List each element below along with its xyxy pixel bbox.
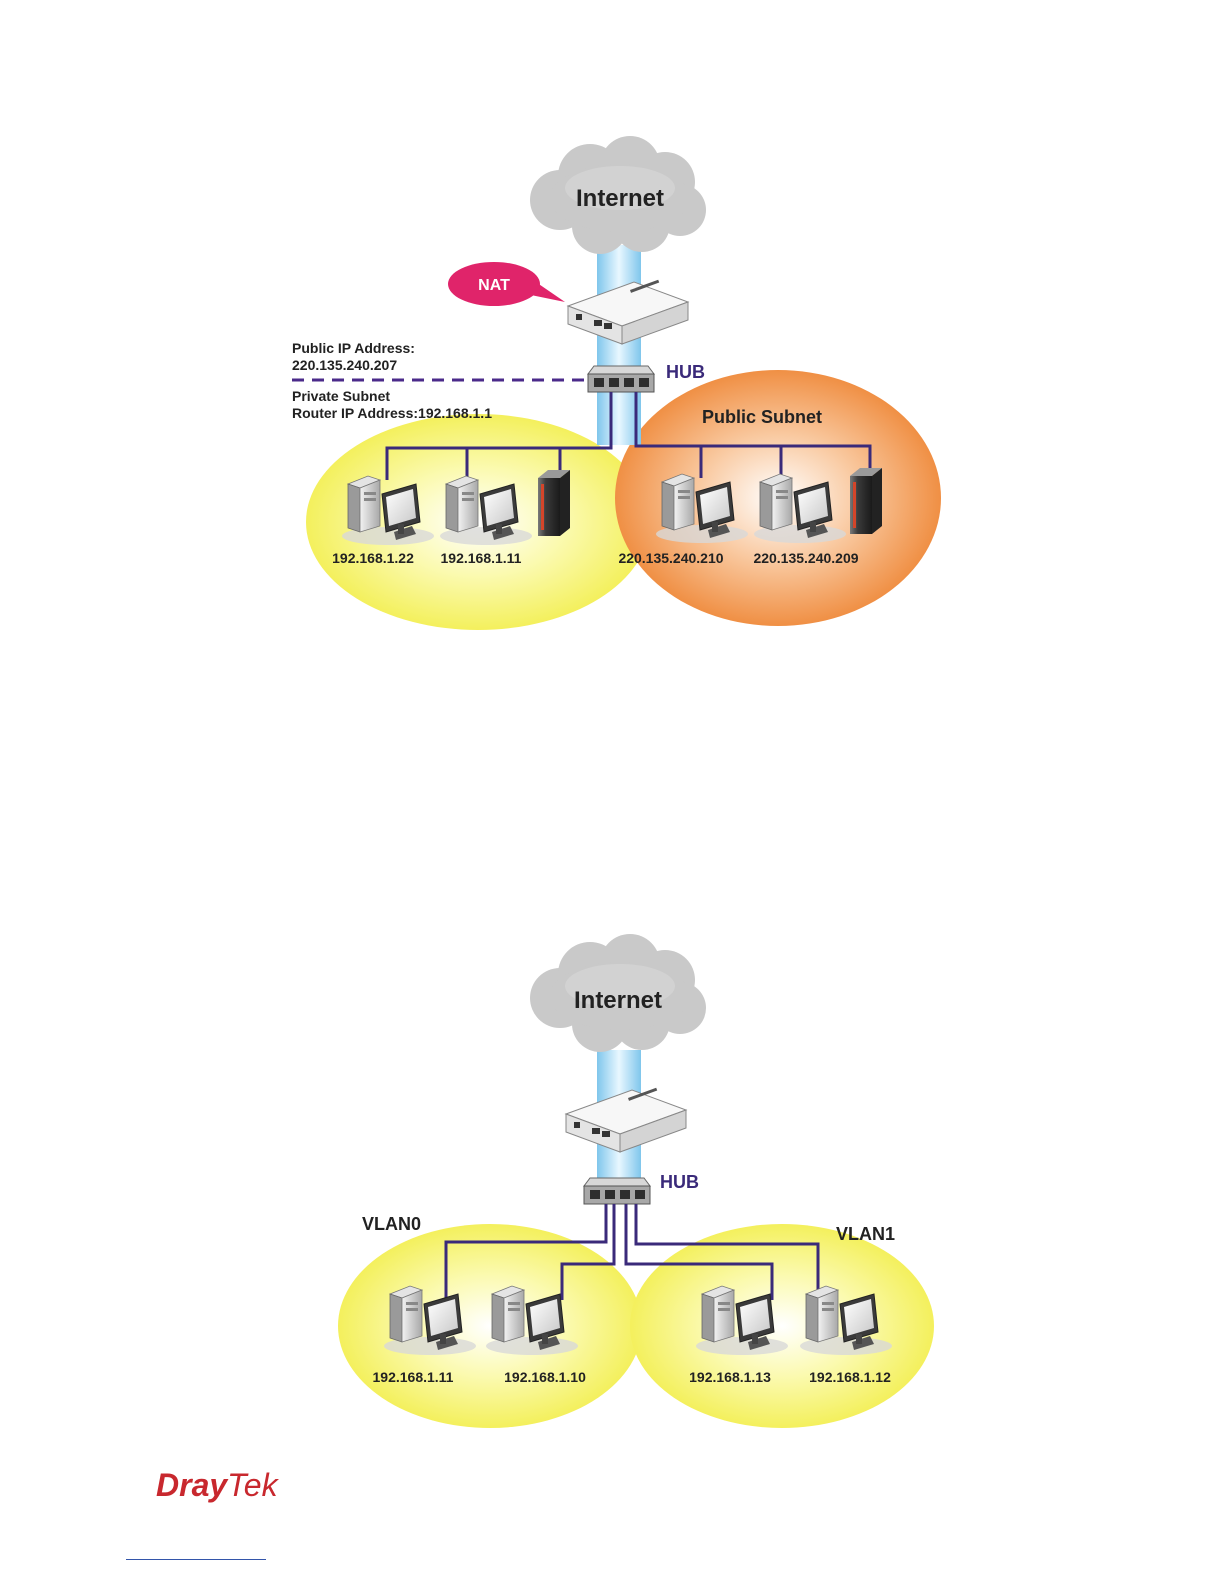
- host-label: 192.168.1.10: [504, 1369, 586, 1385]
- host-label: 192.168.1.11: [441, 550, 522, 566]
- diagram-public-private-subnet: Internet NAT HUB Public IP Address: 220.…: [292, 136, 941, 630]
- server-public: [850, 468, 882, 534]
- host-label: 220.135.240.210: [618, 550, 723, 566]
- vlan1-label: VLAN1: [836, 1224, 895, 1244]
- router-device: [568, 280, 688, 344]
- svg-text:NAT: NAT: [478, 277, 510, 294]
- hub-label: HUB: [660, 1172, 699, 1192]
- hub-device: [588, 366, 654, 392]
- public-ip-value: 220.135.240.207: [292, 357, 397, 373]
- brand-part-2: Tek: [227, 1467, 279, 1503]
- draytek-logo: DrayTek: [156, 1467, 280, 1503]
- server-private: [538, 470, 570, 536]
- host-label: 192.168.1.13: [689, 1369, 771, 1385]
- host-label: 192.168.1.12: [809, 1369, 891, 1385]
- router-device: [566, 1088, 686, 1152]
- hub-label: HUB: [666, 362, 705, 382]
- host-label: 220.135.240.209: [753, 550, 858, 566]
- internet-cloud: Internet: [530, 136, 706, 254]
- host-label: 192.168.1.11: [373, 1369, 454, 1385]
- internet-link-beam: [597, 245, 641, 445]
- public-ip-title: Public IP Address:: [292, 340, 415, 356]
- diagram-vlan: Internet HUB VLAN0 VLAN1 192.168.1.11 19…: [338, 934, 934, 1428]
- svg-text:Internet: Internet: [574, 987, 662, 1014]
- host-label: 192.168.1.22: [332, 550, 414, 566]
- footer-rule: [126, 1559, 266, 1560]
- vlan0-zone: [338, 1224, 642, 1428]
- vlan1-zone: [630, 1224, 934, 1428]
- public-subnet-label: Public Subnet: [702, 407, 822, 427]
- brand-part-1: Dray: [156, 1467, 229, 1503]
- nat-bubble: NAT: [448, 262, 565, 306]
- svg-text:Internet: Internet: [576, 185, 664, 212]
- private-router-ip: Router IP Address:192.168.1.1: [292, 405, 492, 421]
- internet-cloud: Internet: [530, 934, 706, 1052]
- vlan0-label: VLAN0: [362, 1214, 421, 1234]
- private-subnet-title: Private Subnet: [292, 388, 390, 404]
- hub-device: [584, 1178, 650, 1204]
